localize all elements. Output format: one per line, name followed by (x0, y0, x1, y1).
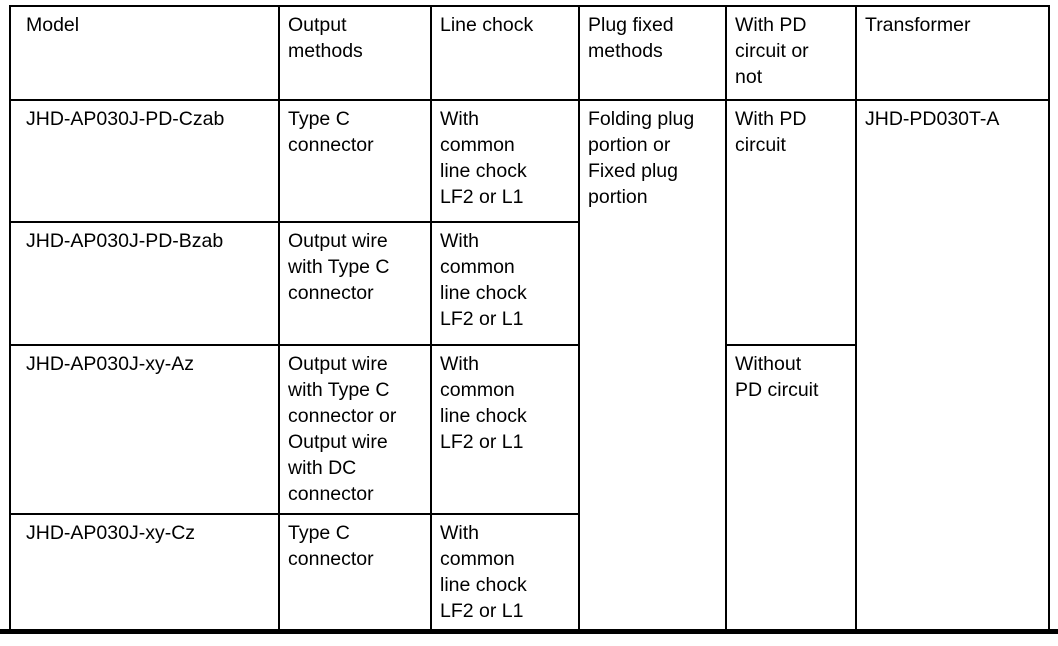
cell-transformer-merged: JHD-PD030T-A (855, 99, 1050, 634)
header-cell-line-chock: Line chock (430, 5, 580, 101)
header-cell-plug-fixed-methods: Plug fixed methods (578, 5, 727, 101)
page-bottom-rule (0, 629, 1058, 634)
header-cell-pd-circuit-or-not: With PD circuit or not (725, 5, 857, 101)
cell-line-chock-r3: With common line chock LF2 or L1 (430, 344, 580, 515)
cell-line-chock-r4: With common line chock LF2 or L1 (430, 513, 580, 634)
cell-model-czab: JHD-AP030J-PD-Czab (9, 99, 280, 223)
header-cell-model: Model (9, 5, 280, 101)
header-cell-output-methods: Output methods (278, 5, 432, 101)
header-cell-transformer: Transformer (855, 5, 1050, 101)
table-row: JHD-AP030J-PD-Bzab Output wire with Type… (9, 221, 1049, 346)
cell-without-pd-circuit-merged: Without PD circuit (725, 344, 857, 634)
cell-model-xy-cz: JHD-AP030J-xy-Cz (9, 513, 280, 634)
cell-output-methods-r3: Output wire with Type C connector or Out… (278, 344, 432, 515)
cell-with-pd-circuit-merged: With PD circuit (725, 99, 857, 346)
table-row: JHD-AP030J-PD-Czab Type C connector With… (9, 99, 1050, 634)
cell-output-methods-r2: Output wire with Type C connector (278, 221, 432, 346)
product-spec-table: Model Output methods Line chock Plug fix… (9, 5, 1050, 634)
table-header-row: Model Output methods Line chock Plug fix… (9, 5, 1050, 101)
cell-line-chock-r1: With common line chock LF2 or L1 (430, 99, 580, 223)
cell-model-xy-az: JHD-AP030J-xy-Az (9, 344, 280, 515)
cell-plug-fixed-methods-merged: Folding plug portion or Fixed plug porti… (578, 99, 727, 634)
table-row: JHD-AP030J-xy-Cz Type C connector With c… (9, 513, 1049, 634)
cell-line-chock-r2: With common line chock LF2 or L1 (430, 221, 580, 346)
cell-output-methods-r1: Type C connector (278, 99, 432, 223)
cell-model-bzab: JHD-AP030J-PD-Bzab (9, 221, 280, 346)
cell-output-methods-r4: Type C connector (278, 513, 432, 634)
